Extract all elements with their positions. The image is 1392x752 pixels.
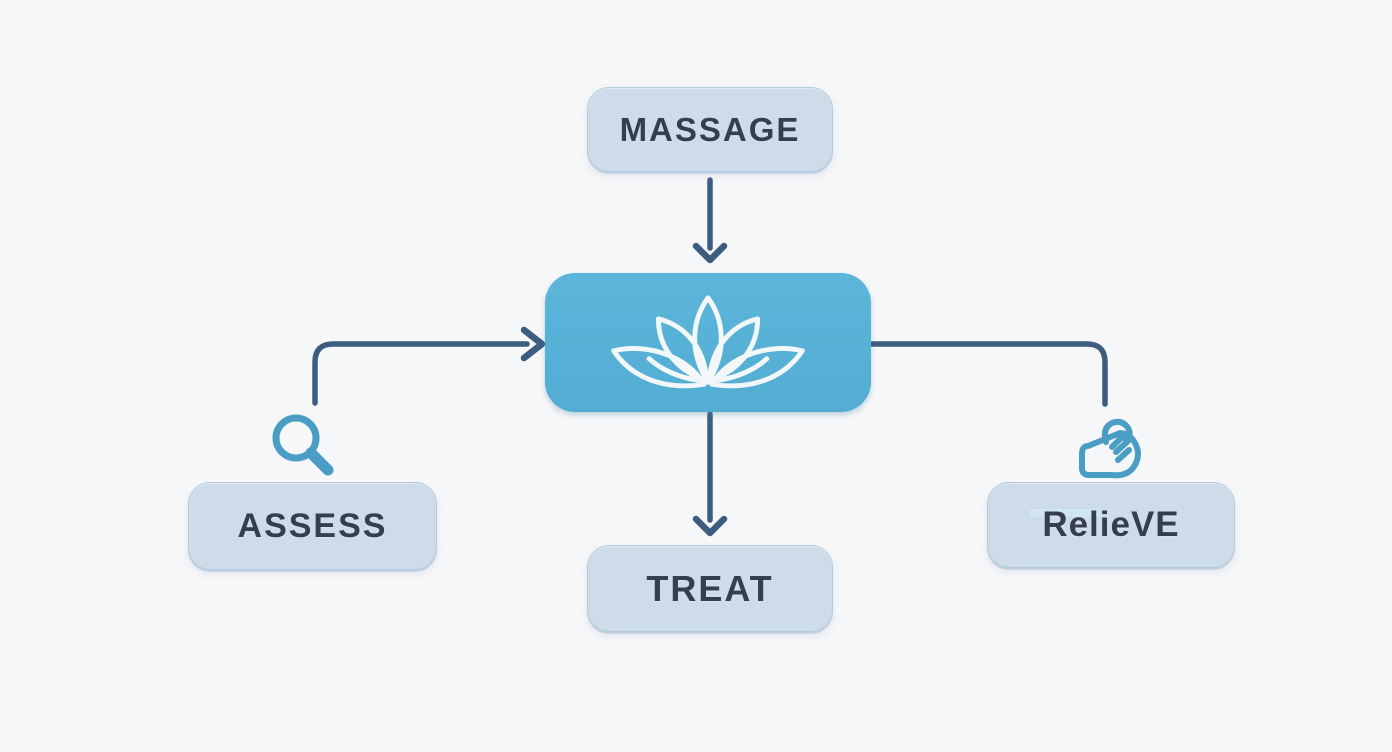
node-center bbox=[545, 273, 871, 412]
massage-hand-icon bbox=[1079, 418, 1141, 479]
node-relieve: RelieVE bbox=[987, 482, 1235, 568]
arrow-assess-to-center bbox=[312, 326, 546, 406]
node-treat-label: TREAT bbox=[646, 567, 774, 609]
arrow-massage-to-center bbox=[692, 177, 728, 264]
magnifier-icon bbox=[272, 414, 334, 476]
node-relieve-label: RelieVE bbox=[1042, 505, 1180, 544]
texture-artifact bbox=[1030, 509, 1100, 517]
lotus-icon bbox=[611, 294, 805, 388]
node-assess-label: ASSESS bbox=[237, 506, 388, 545]
node-assess: ASSESS bbox=[188, 482, 437, 570]
node-treat: TREAT bbox=[587, 545, 833, 632]
arrow-center-to-treat bbox=[692, 411, 728, 537]
line-center-to-relieve bbox=[869, 341, 1108, 407]
node-massage-label: MASSAGE bbox=[619, 110, 801, 148]
node-massage: MASSAGE bbox=[587, 87, 833, 172]
